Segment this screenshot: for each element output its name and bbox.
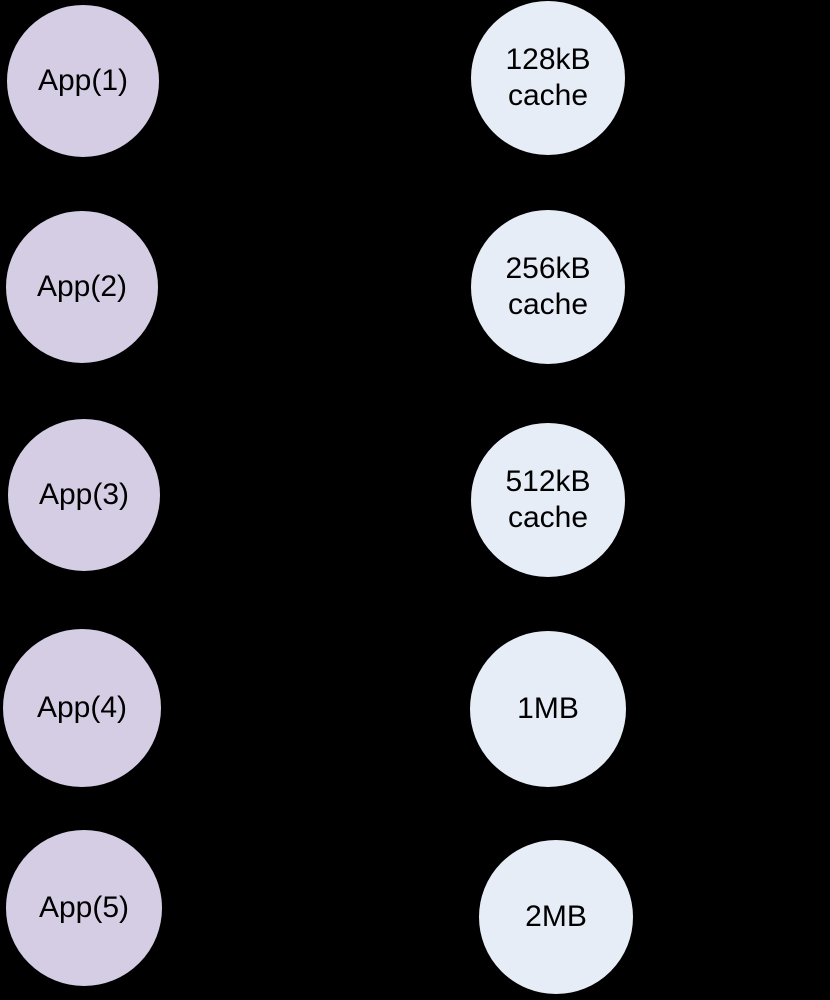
node-label-cache-256kb: 256kB cache bbox=[505, 252, 591, 321]
node-cache-1mb[interactable]: 1MB bbox=[469, 630, 627, 788]
edge-arrowhead-4 bbox=[457, 701, 470, 716]
node-label-app-5: App(5) bbox=[38, 891, 130, 924]
node-app-5[interactable]: App(5) bbox=[5, 829, 163, 987]
edge-arrowhead-1 bbox=[458, 71, 471, 86]
node-label-cache-128kb: 128kB cache bbox=[505, 43, 591, 112]
node-label-app-1: App(1) bbox=[37, 64, 129, 97]
edge-3 bbox=[160, 494, 471, 501]
node-label-cache-512kb: 512kB cache bbox=[505, 465, 591, 534]
node-label-cache-2mb: 2MB bbox=[525, 900, 587, 933]
node-label-app-4: App(4) bbox=[36, 691, 128, 724]
edge-arrowhead-2 bbox=[459, 280, 470, 294]
node-app-3[interactable]: App(3) bbox=[7, 418, 161, 572]
node-cache-512kb[interactable]: 512kB cache bbox=[470, 422, 626, 578]
edge-group bbox=[159, 71, 479, 923]
node-app-2[interactable]: App(2) bbox=[5, 210, 159, 364]
node-app-4[interactable]: App(4) bbox=[2, 628, 162, 788]
edge-1 bbox=[159, 77, 471, 82]
edge-arrowhead-3 bbox=[458, 492, 471, 507]
edge-5 bbox=[162, 908, 479, 917]
node-cache-128kb[interactable]: 128kB cache bbox=[470, 0, 626, 156]
node-cache-256kb[interactable]: 256kB cache bbox=[470, 209, 626, 365]
node-app-1[interactable]: App(1) bbox=[6, 4, 160, 158]
edge-4 bbox=[161, 707, 470, 710]
node-label-cache-1mb: 1MB bbox=[517, 692, 579, 725]
node-cache-2mb[interactable]: 2MB bbox=[478, 839, 634, 995]
node-label-app-2: App(2) bbox=[36, 270, 128, 303]
node-label-app-3: App(3) bbox=[38, 478, 130, 511]
edge-arrowhead-5 bbox=[466, 908, 479, 923]
